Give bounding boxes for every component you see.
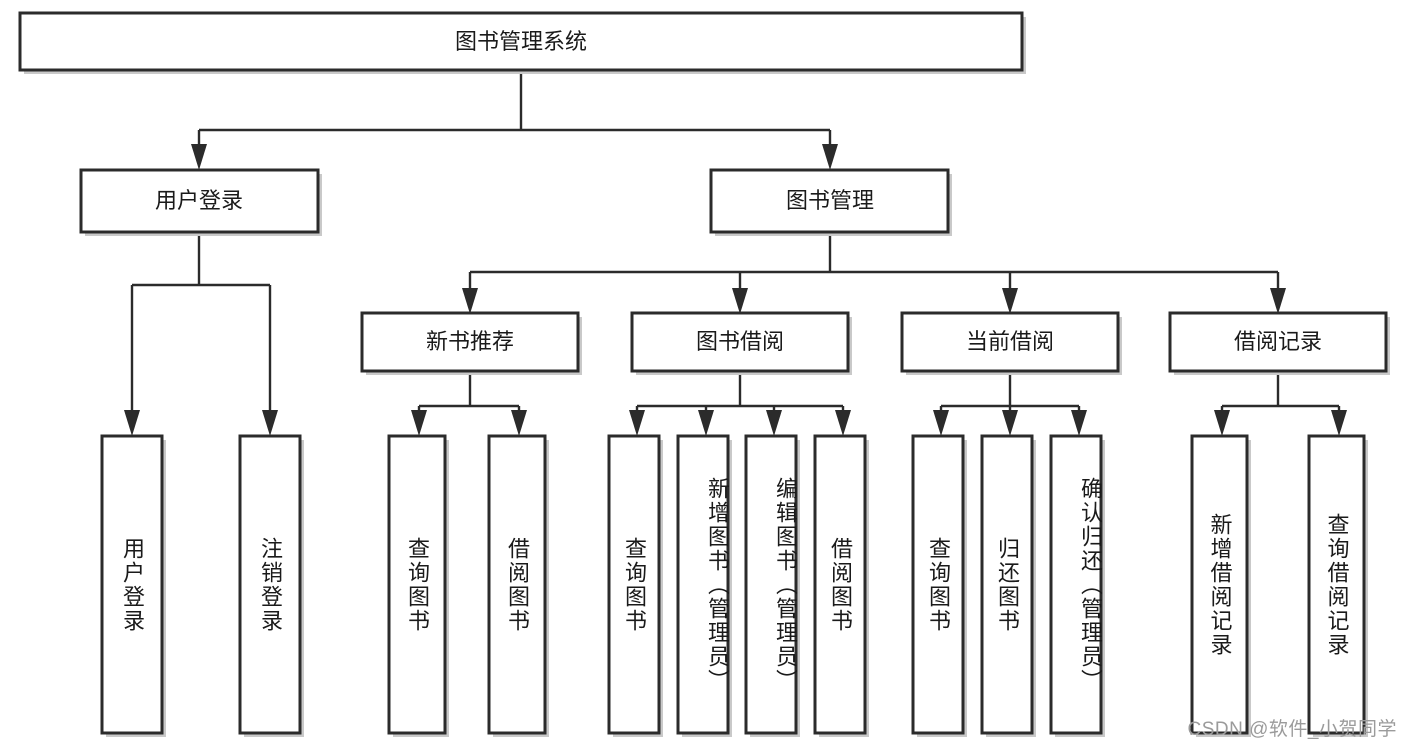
user-login-label: 用户登录 (155, 188, 243, 213)
arrow-leaf-add-book (698, 410, 714, 436)
leaf-borrow-book-2-box (813, 434, 867, 735)
leaf-add-book-box (676, 434, 730, 735)
arrow-leaf-user-login (124, 410, 140, 436)
arrow-leaf-borrow-book-2 (835, 410, 851, 436)
book-manage-box (709, 168, 950, 234)
node-root[interactable]: 图书管理系统 (18, 11, 1026, 74)
node-borrow-record[interactable]: 借阅记录 (1168, 311, 1390, 375)
connector-layer (124, 70, 1347, 436)
arrow-leaf-query-book-2 (629, 410, 645, 436)
csdn-watermark: CSDN @软件_小贺同学 (1187, 719, 1397, 740)
book-borrow-box (630, 311, 850, 373)
arrow-leaf-query-book-1 (411, 410, 427, 436)
node-leaf-return-book[interactable] (980, 434, 1036, 737)
new-book-rec-box (360, 311, 580, 373)
node-leaf-query-book-1[interactable] (387, 434, 449, 737)
node-user-login[interactable]: 用户登录 (79, 168, 322, 236)
new-book-rec-label: 新书推荐 (426, 329, 514, 354)
node-leaf-user-login[interactable] (100, 434, 166, 737)
arrow-leaf-borrow-book-1 (511, 410, 527, 436)
leaf-user-login-box (100, 434, 164, 735)
node-leaf-add-book[interactable] (676, 434, 732, 737)
node-new-book-rec[interactable]: 新书推荐 (360, 311, 582, 375)
leaf-edit-book-box (744, 434, 798, 735)
node-leaf-borrow-book-2[interactable] (813, 434, 869, 737)
current-borrow-label: 当前借阅 (966, 329, 1054, 354)
arrow-book-manage (822, 144, 838, 170)
root-label: 图书管理系统 (455, 29, 587, 54)
leaf-add-record-box (1190, 434, 1249, 735)
node-leaf-logout-login[interactable] (238, 434, 304, 737)
arrow-leaf-query-book-3 (933, 410, 949, 436)
leaf-query-record-box (1307, 434, 1366, 735)
node-leaf-query-book-3[interactable] (911, 434, 967, 737)
leaf-query-book-3-box (911, 434, 965, 735)
arrow-current-borrow (1002, 288, 1018, 314)
arrow-leaf-return-book (1002, 410, 1018, 436)
arrow-book-borrow (732, 288, 748, 314)
book-borrow-label: 图书借阅 (696, 329, 784, 354)
root-box (18, 11, 1024, 72)
arrow-leaf-edit-book (766, 410, 782, 436)
node-book-manage[interactable]: 图书管理 (709, 168, 952, 236)
leaf-return-book-box (980, 434, 1034, 735)
leaf-query-book-1-box (387, 434, 447, 735)
current-borrow-box (900, 311, 1120, 373)
node-book-borrow[interactable]: 图书借阅 (630, 311, 852, 375)
borrow-record-label: 借阅记录 (1234, 329, 1322, 354)
arrow-user-login (191, 144, 207, 170)
book-manage-label: 图书管理 (786, 188, 874, 213)
arrow-leaf-add-record (1214, 410, 1230, 436)
arrow-borrow-record (1270, 288, 1286, 314)
node-leaf-query-record[interactable] (1307, 434, 1368, 737)
user-login-box (79, 168, 320, 234)
arrow-leaf-query-record (1331, 410, 1347, 436)
node-leaf-edit-book[interactable] (744, 434, 800, 737)
arrow-new-book-rec (462, 288, 478, 314)
node-leaf-query-book-2[interactable] (607, 434, 663, 737)
leaf-logout-login-box (238, 434, 302, 735)
node-leaf-add-record[interactable] (1190, 434, 1251, 737)
arrow-leaf-confirm-return (1071, 410, 1087, 436)
arrow-leaf-logout-login (262, 410, 278, 436)
node-current-borrow[interactable]: 当前借阅 (900, 311, 1122, 375)
leaf-borrow-book-1-box (487, 434, 547, 735)
borrow-record-box (1168, 311, 1388, 373)
node-leaf-confirm-return[interactable] (1049, 434, 1105, 737)
leaf-query-book-2-box (607, 434, 661, 735)
leaf-confirm-return-box (1049, 434, 1103, 735)
node-leaf-borrow-book-1[interactable] (487, 434, 549, 737)
